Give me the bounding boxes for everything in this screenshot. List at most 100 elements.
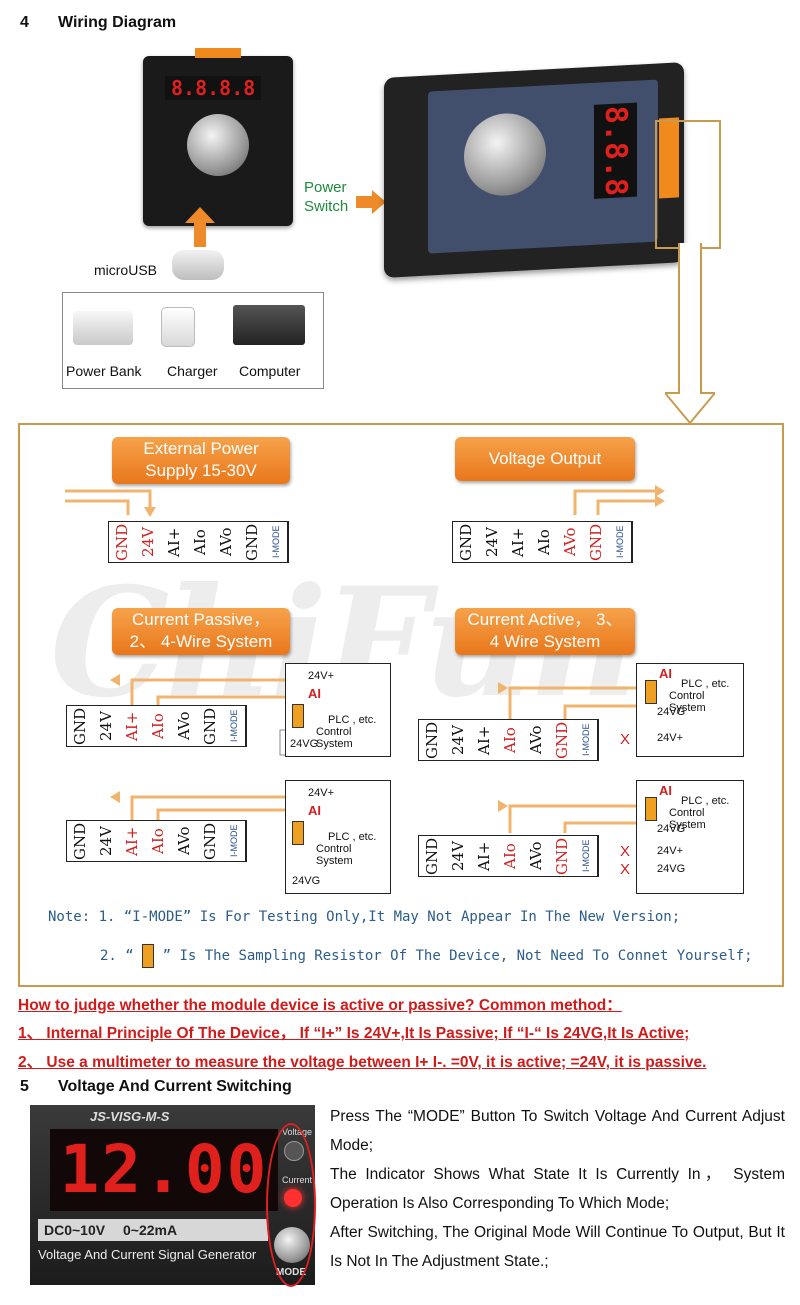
switching-line-3: After Switching, The Original Mode Will … bbox=[330, 1224, 785, 1270]
down-arrow-icon bbox=[665, 243, 715, 425]
computer-icon bbox=[233, 305, 305, 345]
power-switch-line1: Power bbox=[304, 179, 347, 196]
switching-line-1: Press The “MODE” Button To Switch Voltag… bbox=[330, 1108, 785, 1154]
section4-heading: 4 Wiring Diagram bbox=[20, 14, 176, 32]
plc-24vg: 24VG bbox=[657, 823, 686, 835]
power-switch-line2: Switch bbox=[304, 198, 349, 215]
plc-ai: AI bbox=[659, 783, 672, 798]
term-mode: I-MODE bbox=[223, 706, 246, 746]
pill-external-line2: Supply 15-30V bbox=[145, 461, 257, 480]
term-aio: AIo bbox=[149, 828, 167, 854]
term-avo: AVo bbox=[561, 527, 579, 557]
main-display: 8.8.8 bbox=[594, 102, 637, 200]
plc-24vg: 24VG bbox=[290, 738, 319, 750]
term-gnd: GND bbox=[457, 523, 475, 561]
plc-24vg-2: 24VG bbox=[657, 863, 686, 875]
pill-active-line1: Current Active， 3、 bbox=[467, 610, 623, 629]
power-switch-label: Power Switch bbox=[304, 178, 348, 216]
terminal-block bbox=[195, 48, 241, 58]
term-aio: AIo bbox=[191, 529, 209, 555]
term-mode: I-MODE bbox=[609, 522, 632, 562]
section4-number: 4 bbox=[20, 14, 29, 31]
term-mode: I-MODE bbox=[575, 720, 598, 760]
term-24v: 24V bbox=[449, 841, 467, 871]
note-2-text: ” Is The Sampling Resistor Of The Device… bbox=[162, 948, 753, 964]
power-bank-icon bbox=[73, 311, 133, 345]
device-small-photo: 8.8.8.8 bbox=[143, 48, 293, 226]
photo-range-v: DC0~10V bbox=[44, 1222, 106, 1238]
term-ai-plus: AI+ bbox=[475, 725, 493, 755]
section5-title: Voltage And Current Switching bbox=[58, 1078, 292, 1095]
x-mark: X bbox=[620, 843, 631, 860]
term-avo: AVo bbox=[175, 826, 193, 856]
term-24v: 24V bbox=[97, 826, 115, 856]
plc-24vplus: 24V+ bbox=[308, 787, 334, 799]
term-mode: I-MODE bbox=[575, 836, 598, 876]
microusb-label: microUSB bbox=[94, 262, 158, 278]
terminal-strip-passive2: GND 24V AI+ AIo AVo GND I-MODE bbox=[66, 820, 247, 862]
resistor-icon bbox=[645, 680, 657, 704]
term-ai-plus: AI+ bbox=[475, 841, 493, 871]
plc-ai: AI bbox=[659, 666, 672, 681]
plc-line1: PLC , etc. bbox=[328, 714, 377, 726]
term-24v: 24V bbox=[483, 527, 501, 557]
terminal-strip-voltage: GND 24V AI+ AIo AVo GND I-MODE bbox=[452, 521, 633, 563]
term-avo: AVo bbox=[527, 725, 545, 755]
term-ai-plus: AI+ bbox=[509, 527, 527, 557]
term-gnd: GND bbox=[423, 721, 441, 759]
pill-passive-line2: 2、 4-Wire System bbox=[129, 632, 273, 651]
note-2-prefix: 2. “ bbox=[100, 948, 134, 964]
source-power-bank: Power Bank bbox=[66, 363, 142, 379]
section4-title: Wiring Diagram bbox=[58, 14, 177, 31]
plc-24vplus: 24V+ bbox=[657, 845, 683, 857]
term-avo: AVo bbox=[175, 711, 193, 741]
source-charger: Charger bbox=[167, 363, 218, 379]
pill-active-line2: 4 Wire System bbox=[489, 632, 601, 651]
note-1: Note: 1. “I-MODE” Is For Testing Only,It… bbox=[48, 909, 681, 925]
photo-model: JS-VISG-M-S bbox=[90, 1109, 170, 1124]
plc-box-active2: AI PLC , etc. Control System 24VG 24V+ 2… bbox=[636, 780, 744, 894]
right-arrow-icon bbox=[356, 190, 386, 214]
term-aio: AIo bbox=[149, 713, 167, 739]
plc-24vg: 24VG bbox=[657, 706, 686, 718]
device-main-photo: 8.8.8 bbox=[384, 62, 684, 278]
term-ai-plus: AI+ bbox=[123, 711, 141, 741]
pill-passive-line1: Current Passive， bbox=[132, 610, 270, 629]
term-gnd: GND bbox=[71, 707, 89, 745]
display-photo: JS-VISG-M-S 12.00 Voltage Current DC0~10… bbox=[30, 1105, 316, 1287]
term-24v: 24V bbox=[97, 711, 115, 741]
plc-line1: PLC , etc. bbox=[328, 831, 377, 843]
plc-line1: PLC , etc. bbox=[681, 678, 730, 690]
pill-external-power: External Power Supply 15-30V bbox=[112, 437, 290, 484]
source-computer: Computer bbox=[239, 363, 301, 379]
terminal-strip-active1: GND 24V AI+ AIo AVo GND I-MODE bbox=[418, 719, 599, 761]
term-avo: AVo bbox=[527, 841, 545, 871]
term-mode: I-MODE bbox=[265, 522, 288, 562]
term-24v: 24V bbox=[139, 527, 157, 557]
plc-line2: Control System bbox=[669, 807, 706, 831]
term-gnd: GND bbox=[113, 523, 131, 561]
terminal-strip-passive1: GND 24V AI+ AIo AVo GND I-MODE bbox=[66, 705, 247, 747]
resistor-icon bbox=[142, 944, 155, 968]
terminal-highlight-box bbox=[655, 120, 721, 249]
term-ai-plus: AI+ bbox=[123, 826, 141, 856]
term-gnd2: GND bbox=[201, 707, 219, 745]
switching-line-2: The Indicator Shows What State It Is Cur… bbox=[330, 1166, 785, 1212]
judge-line-2: 2、 Use a multimeter to measure the volta… bbox=[18, 1054, 707, 1071]
wiring-panel: ChiFun External Power Supply 15-30V Volt… bbox=[18, 423, 784, 987]
highlight-ellipse bbox=[266, 1123, 316, 1287]
resistor-icon bbox=[645, 797, 657, 821]
pill-voltage-line1: Voltage Output bbox=[488, 449, 602, 468]
note-2: 2. “ ” Is The Sampling Resistor Of The D… bbox=[100, 944, 753, 968]
term-24v: 24V bbox=[449, 725, 467, 755]
term-aio: AIo bbox=[501, 843, 519, 869]
plc-line1: PLC , etc. bbox=[681, 795, 730, 807]
terminal-strip-external: GND 24V AI+ AIo AVo GND I-MODE bbox=[108, 521, 289, 563]
plc-ai: AI bbox=[308, 686, 321, 701]
small-display: 8.8.8.8 bbox=[165, 76, 262, 100]
pill-external-line1: External Power bbox=[143, 439, 259, 458]
judge-line-1: 1、 Internal Principle Of The Device， If … bbox=[18, 1025, 690, 1042]
judge-question: How to judge whether the module device i… bbox=[18, 997, 622, 1014]
term-gnd: GND bbox=[423, 837, 441, 875]
